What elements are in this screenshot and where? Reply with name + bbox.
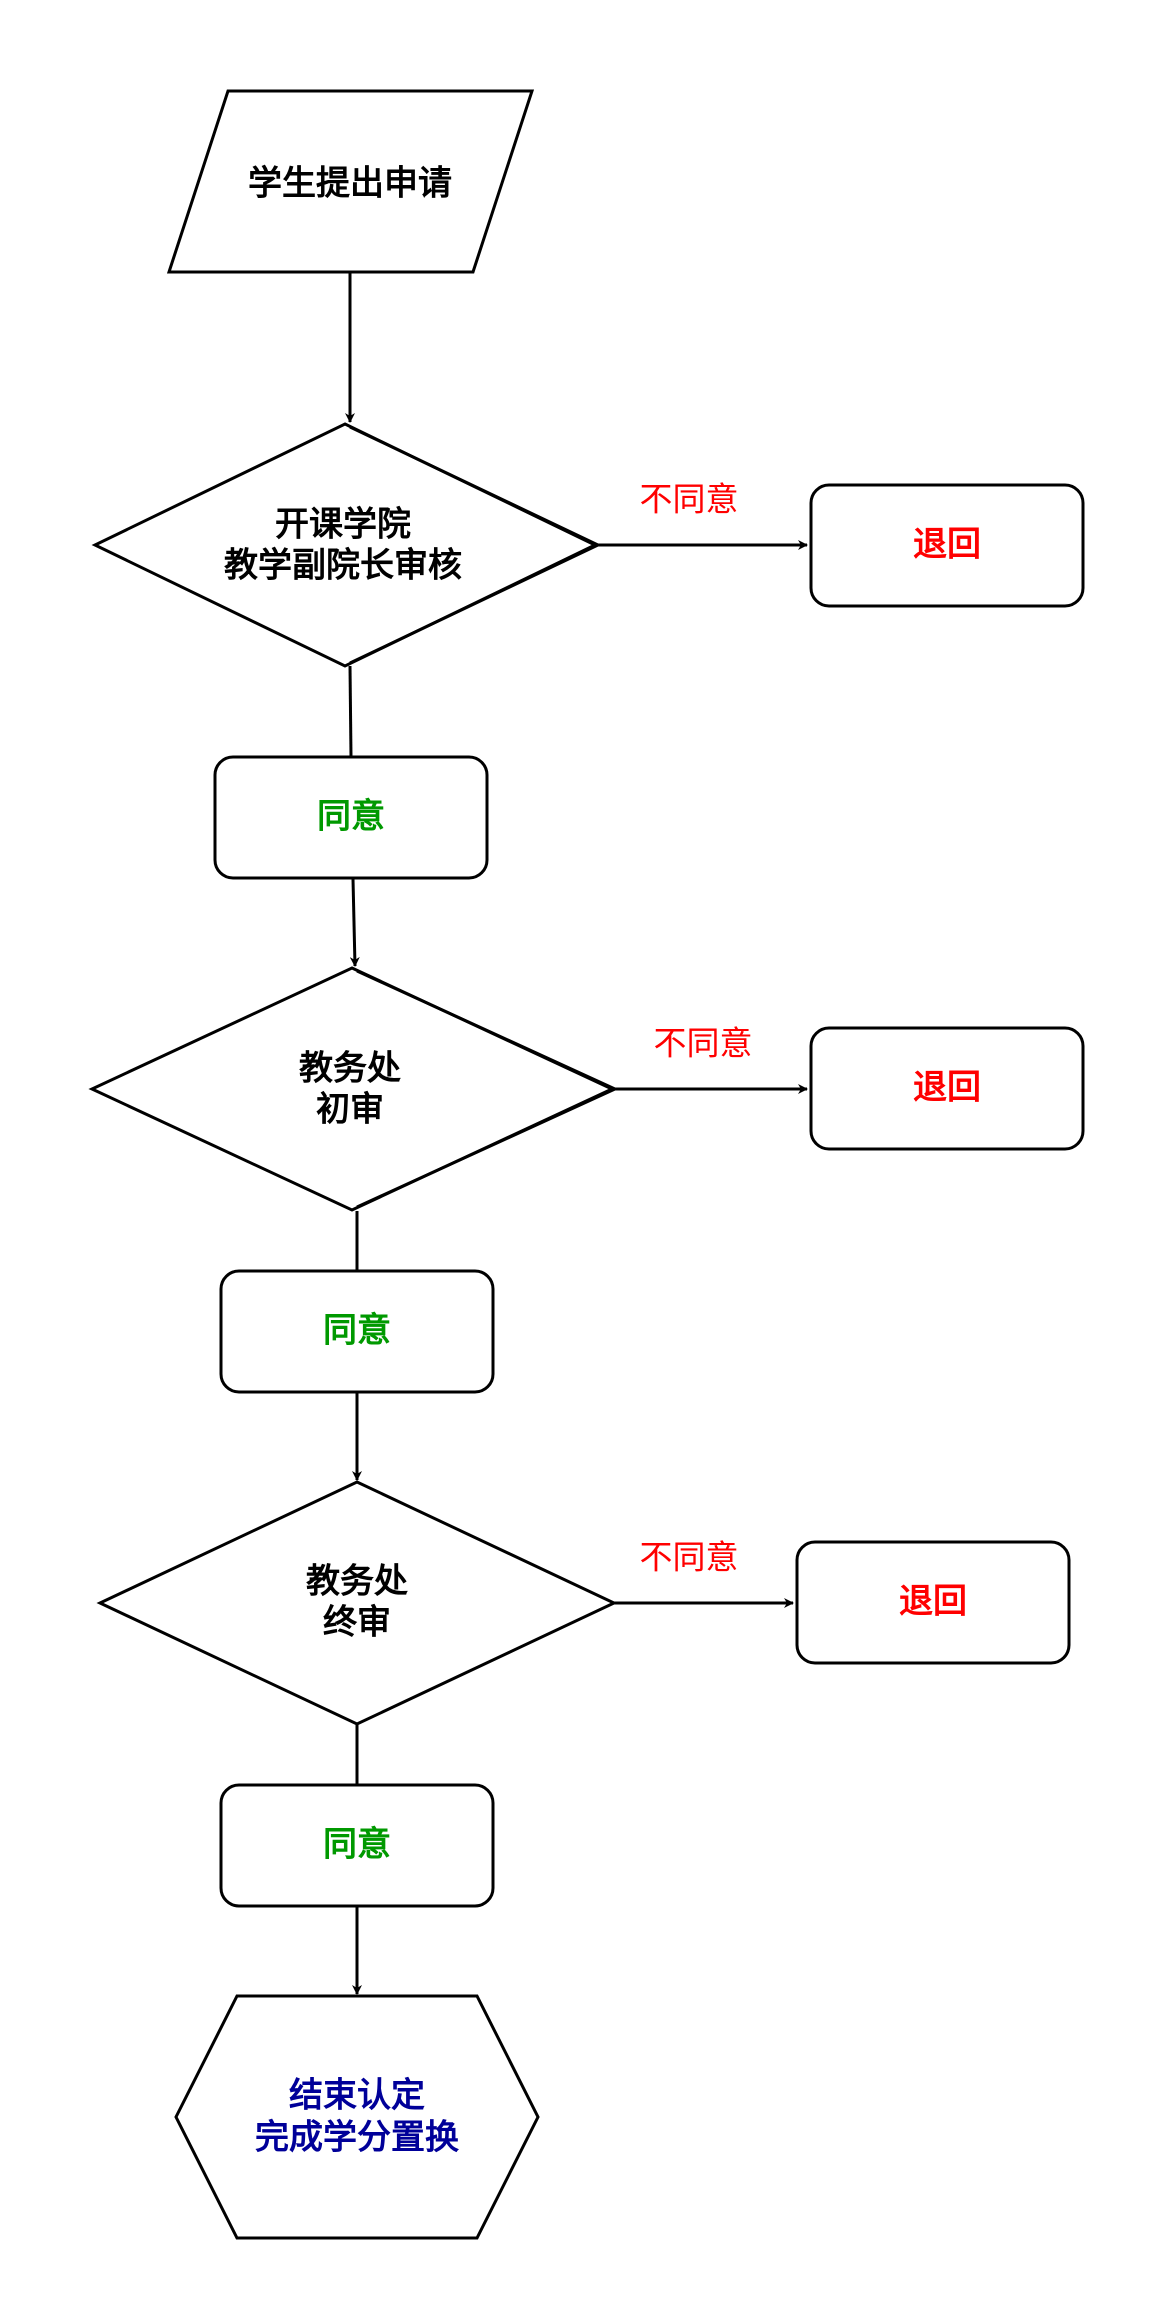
agree-box-1-rect — [213, 755, 489, 880]
agree-box-1-label: 同意 — [317, 797, 385, 837]
end-label-line2: 完成学分置换 — [255, 2118, 459, 2158]
review3-label-line1: 教务处 — [306, 1562, 408, 1602]
agree-box-3-label: 同意 — [323, 1825, 391, 1865]
review1-node: 开课学院 教学副院长审核 — [91, 422, 602, 668]
disagree-label-1: 不同意 — [640, 480, 739, 519]
review3-diamond — [96, 1480, 618, 1726]
review1-label-line2: 教学副院长审核 — [224, 546, 462, 586]
reject-box-1-label: 退回 — [913, 525, 981, 565]
agree-box-3: 同意 — [219, 1783, 495, 1908]
agree-box-2-rect — [219, 1269, 495, 1394]
end-node: 结束认定 完成学分置换 — [174, 1994, 540, 2240]
reject-box-3-rect — [795, 1540, 1071, 1665]
agree-box-1: 同意 — [213, 755, 489, 880]
agree-box-3-rect — [219, 1783, 495, 1908]
line-review1-to-agree1 — [348, 665, 353, 758]
start-parallelogram — [166, 89, 535, 274]
agree-box-2: 同意 — [219, 1269, 495, 1394]
reject-box-3: 退回 — [795, 1540, 1071, 1665]
review1-label-line1: 开课学院 — [275, 505, 411, 545]
reject-box-2-rect — [809, 1026, 1085, 1151]
end-label-line1: 结束认定 — [289, 2076, 425, 2116]
review2-node: 教务处 初审 — [88, 966, 619, 1212]
review2-label-line2: 初审 — [316, 1090, 384, 1130]
disagree-label-3: 不同意 — [640, 1538, 739, 1577]
review2-diamond-shadow — [356, 969, 619, 1209]
review1-diamond-shadow — [349, 425, 602, 665]
reject-box-3-label: 退回 — [899, 1582, 967, 1622]
reject-box-1: 退回 — [809, 483, 1085, 608]
start-node: 学生提出申请 — [166, 89, 535, 274]
reject-box-2-label: 退回 — [913, 1068, 981, 1108]
agree-box-2-label: 同意 — [323, 1311, 391, 1351]
reject-box-2: 退回 — [809, 1026, 1085, 1151]
connectors — [345, 272, 808, 1995]
review2-label-line1: 教务处 — [299, 1049, 401, 1089]
reject-box-1-rect — [809, 483, 1085, 608]
start-label: 学生提出申请 — [248, 164, 452, 204]
disagree-label-2: 不同意 — [654, 1024, 753, 1063]
end-hexagon — [174, 1994, 540, 2240]
review3-node: 教务处 终审 — [96, 1480, 618, 1726]
review3-label-line2: 终审 — [323, 1603, 391, 1643]
arrow-agree1-to-review2 — [349, 878, 360, 967]
